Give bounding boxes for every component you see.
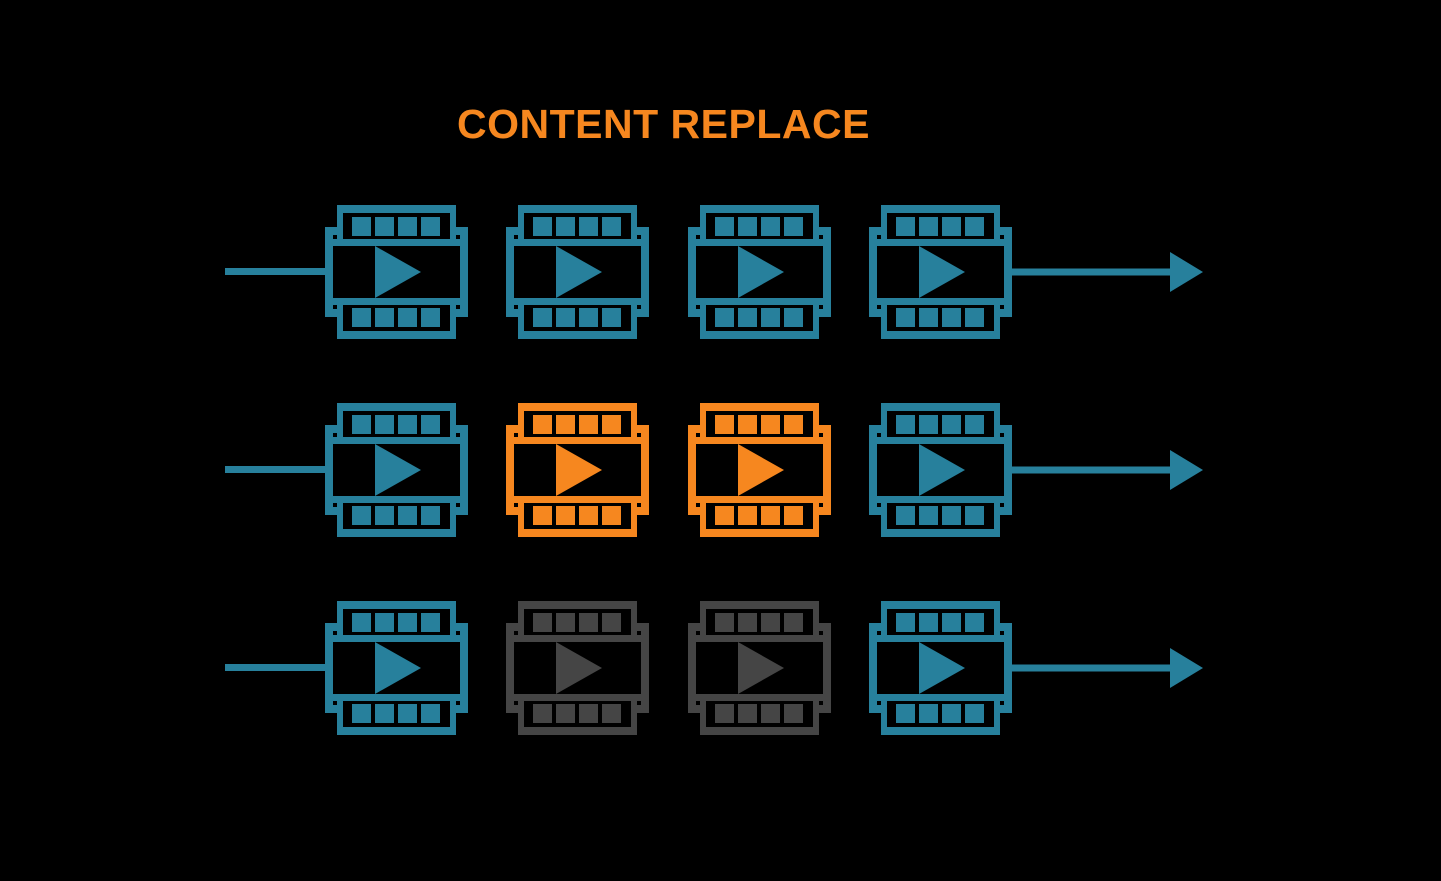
input-line — [225, 268, 325, 275]
film-frame-icon — [869, 403, 1012, 537]
film-frame-icon — [688, 403, 831, 537]
film-frame-icon — [325, 601, 468, 735]
film-frame-icon — [325, 403, 468, 537]
frame-sequence-row-3 — [0, 597, 1441, 739]
arrowhead-icon — [1170, 252, 1203, 292]
film-frame-icon — [325, 205, 468, 339]
film-frame-icon — [506, 403, 649, 537]
film-frame-icon — [506, 205, 649, 339]
film-frame-icon — [688, 601, 831, 735]
diagram-title: CONTENT REPLACE — [457, 101, 870, 147]
input-line — [225, 664, 325, 671]
output-arrow — [1012, 648, 1203, 688]
film-frame-icon — [869, 205, 1012, 339]
film-frame-icon — [869, 601, 1012, 735]
arrowhead-icon — [1170, 450, 1203, 490]
arrowhead-icon — [1170, 648, 1203, 688]
film-frame-icon — [506, 601, 649, 735]
output-arrow — [1012, 252, 1203, 292]
frame-sequence-row-1 — [0, 201, 1441, 343]
frame-sequence-row-2 — [0, 399, 1441, 541]
input-line — [225, 466, 325, 473]
film-frame-icon — [688, 205, 831, 339]
output-arrow — [1012, 450, 1203, 490]
